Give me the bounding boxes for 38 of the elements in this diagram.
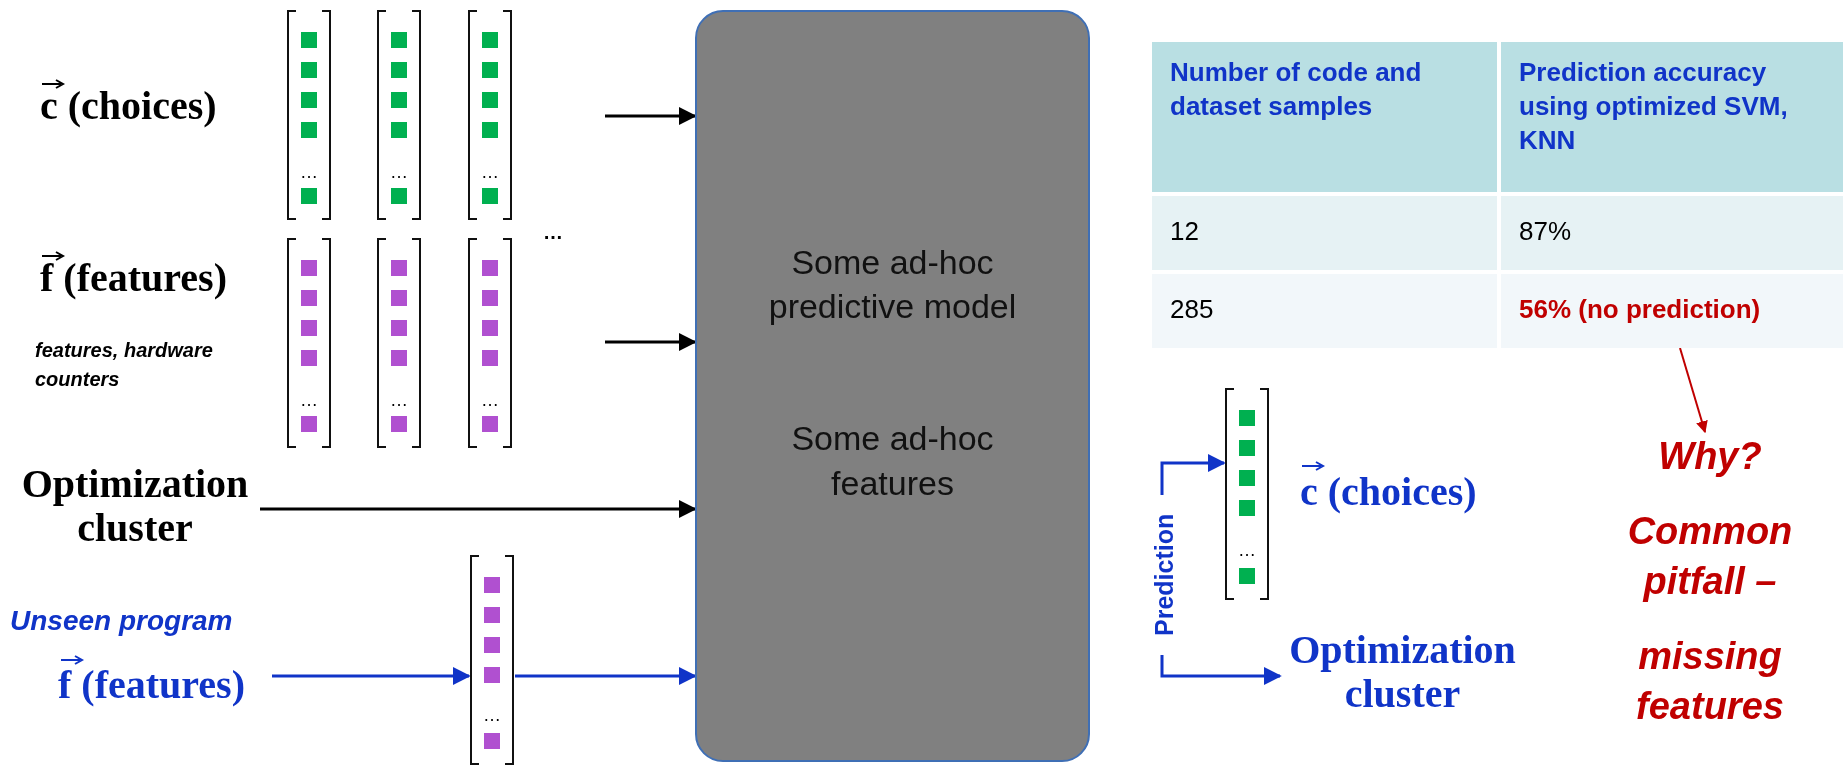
ellipsis: … [482,704,502,727]
table-cell: 56% (no prediction) [1501,274,1843,348]
ellipsis: … [299,389,319,412]
rotated-label: Prediction [1150,495,1178,655]
table-header-cell: Prediction accuracy using optimized SVM, KNN [1501,42,1843,192]
ellipsis: … [389,389,409,412]
table-cell: 285 [1152,274,1497,348]
ellipsis: … [389,161,409,184]
model-box [695,10,1090,762]
vector-label: f (features) [40,256,228,300]
arrow [605,333,697,351]
vector-label: c (choices) [1300,470,1477,514]
ellipsis: … [1237,539,1257,562]
model-text: Some ad-hoc predictive model [767,242,1018,328]
table-cell: 87% [1501,196,1843,270]
italic-label: Unseen program [10,605,234,637]
arrow [515,667,697,685]
arrow [1679,347,1708,434]
ellipsis: … [480,161,500,184]
note-text: Why? [1658,434,1762,479]
table-header-cell: Number of code and dataset samples [1152,42,1497,192]
ellipsis: … [480,389,500,412]
ellipsis: … [299,161,319,184]
vector-label: f (features) [58,663,245,707]
arrow [260,500,697,518]
table-cell: 12 [1152,196,1497,270]
text-label: Optimization cluster [1280,628,1525,728]
arrow [1160,655,1282,685]
note-text: missing features [1635,634,1785,729]
vector-label: c (choices) [40,84,218,128]
note-text: Common pitfall – [1626,509,1794,604]
ellipsis: … [542,220,564,244]
arrow [1160,454,1226,495]
italic-label: features, hardware counters [35,338,214,392]
model-text: Some ad-hoc features [790,418,995,504]
text-label: Optimization cluster [10,462,260,567]
arrow [605,107,697,125]
arrow [272,667,471,685]
